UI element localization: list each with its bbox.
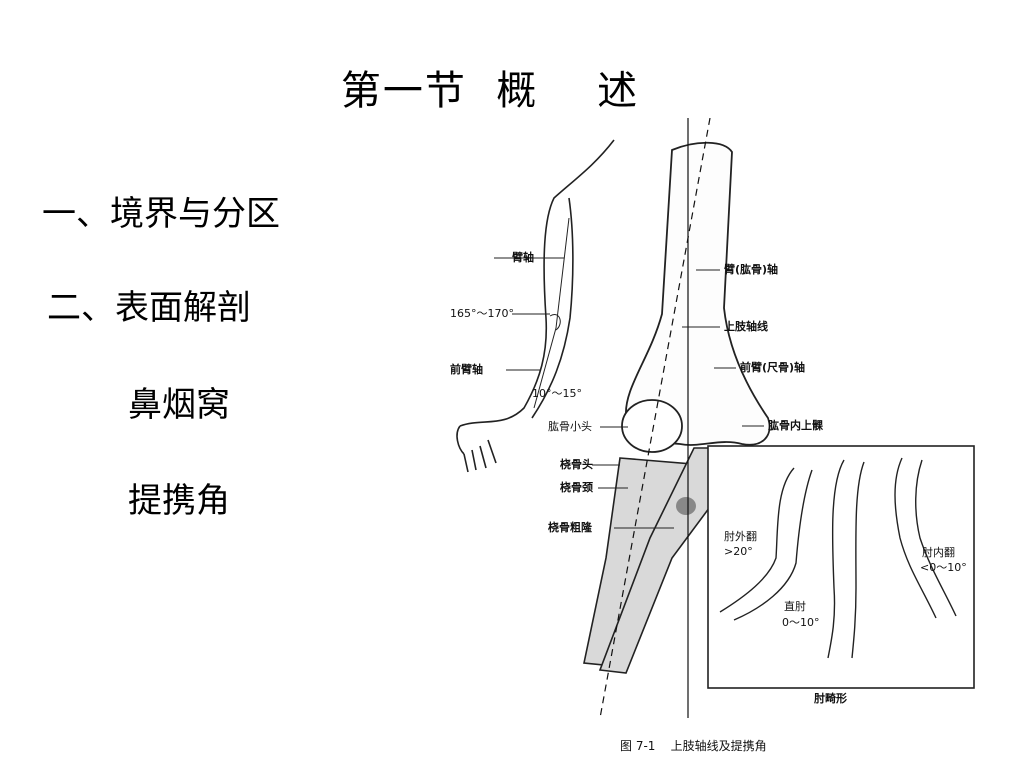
label-capitulum: 肱骨小头: [548, 420, 592, 433]
elbow-figure: 臂轴 165°～170° 前臂轴 10°～15° 臂(肱骨)轴 上肢轴线 前臂(…: [424, 118, 1004, 763]
elbow-illustration: [456, 118, 975, 719]
radial-tuberosity-mark: [676, 497, 696, 515]
outline-item-snuffbox: 鼻烟窝: [128, 385, 230, 425]
label-arm-axis: 臂轴: [512, 251, 534, 264]
label-medial-epicondyle: 肱骨内上髁: [768, 419, 823, 432]
deformity-inset: [707, 445, 975, 689]
label-varus-angle: <0～10°: [920, 561, 967, 574]
axis-lines: [599, 118, 711, 719]
label-cubitus-varus: 肘内翻: [922, 546, 955, 559]
humerus-bone: [621, 141, 771, 453]
label-limb-axis: 上肢轴线: [724, 320, 768, 333]
label-valgus-angle: >20°: [724, 545, 753, 558]
label-radial-head: 桡骨头: [560, 458, 593, 471]
label-radial-neck: 桡骨颈: [560, 481, 593, 494]
label-angle-165-170: 165°～170°: [450, 307, 514, 320]
label-forearm-axis: 前臂轴: [450, 363, 483, 376]
label-humerus-axis: 臂(肱骨)轴: [724, 263, 779, 276]
label-deformity-caption: 肘畸形: [814, 692, 847, 705]
label-straight-angle: 0～10°: [782, 616, 820, 629]
label-cubitus-valgus: 肘外翻: [724, 530, 757, 543]
left-arm-axes: [494, 217, 570, 409]
leader-lines: [592, 269, 764, 529]
label-radial-tuberosity: 桡骨粗隆: [548, 521, 592, 534]
slide-title: 第一节 概 述: [340, 68, 640, 114]
figure-caption: 图 7-1 上肢轴线及提携角: [620, 739, 767, 753]
outline-item-surface-anatomy: 二、表面解剖: [47, 288, 251, 328]
outline-item-boundaries: 一、境界与分区: [42, 194, 280, 234]
label-straight-elbow: 直肘: [784, 600, 806, 613]
label-ulna-axis: 前臂(尺骨)轴: [740, 361, 806, 374]
outline-item-carrying-angle: 提携角: [128, 481, 230, 521]
left-arm-outline: [456, 139, 615, 473]
label-angle-10-15: 10°～15°: [532, 387, 582, 400]
